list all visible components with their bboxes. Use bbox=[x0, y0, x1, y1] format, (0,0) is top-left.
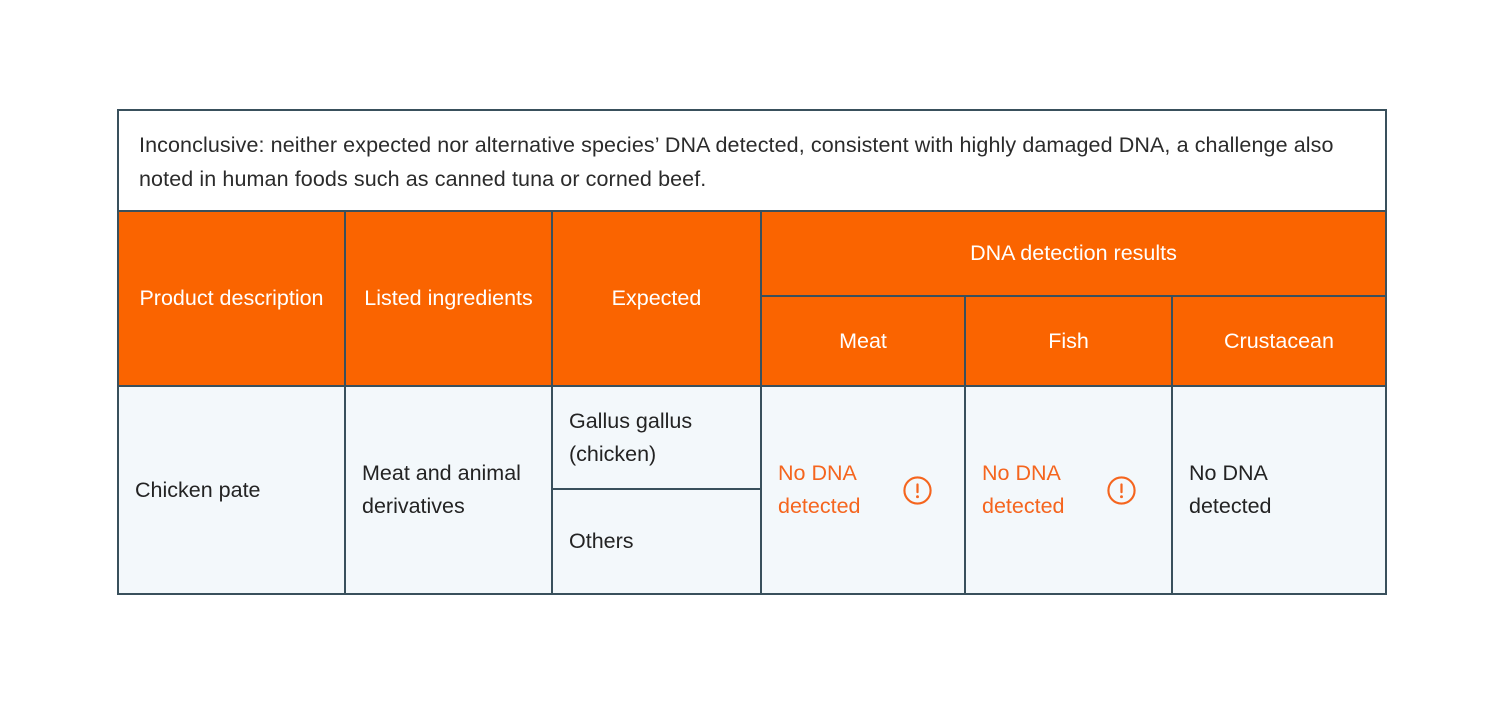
column-header-meat: Meat bbox=[762, 297, 966, 385]
alert-circle-icon bbox=[903, 475, 932, 505]
column-group-dna-detection-results: DNA detection results Meat Fish Crustace… bbox=[762, 212, 1385, 385]
column-header-expected: Expected bbox=[553, 212, 762, 385]
cell-fish-result: No DNA detected bbox=[966, 387, 1173, 593]
cell-listed-ingredients: Meat and animal derivatives bbox=[346, 387, 553, 593]
table-caption-text: Inconclusive: neither expected nor alter… bbox=[139, 133, 1334, 191]
column-header-product-description: Product description bbox=[119, 212, 346, 385]
cell-meat-result: No DNA detected bbox=[762, 387, 966, 593]
alert-circle-icon bbox=[1107, 475, 1136, 505]
cell-expected: Gallus gallus (chicken) Others bbox=[553, 387, 762, 593]
table-caption-band: Inconclusive: neither expected nor alter… bbox=[119, 111, 1385, 212]
column-header-listed-ingredients: Listed ingredients bbox=[346, 212, 553, 385]
column-header-fish: Fish bbox=[966, 297, 1173, 385]
table-header-row: Product description Listed ingredients E… bbox=[119, 212, 1385, 385]
column-header-dna-detection-results: DNA detection results bbox=[762, 212, 1385, 297]
crustacean-result-label: No DNA detected bbox=[1189, 461, 1272, 518]
table-row: Chicken pate Meat and animal derivatives… bbox=[119, 385, 1385, 593]
column-header-crustacean: Crustacean bbox=[1224, 328, 1334, 353]
meat-result-label: No DNA detected bbox=[778, 461, 861, 518]
cell-expected-primary: Gallus gallus (chicken) bbox=[553, 387, 760, 490]
dna-results-table: Inconclusive: neither expected nor alter… bbox=[117, 109, 1387, 595]
cell-crustacean-result: No DNA detected bbox=[1173, 387, 1385, 593]
cell-product-description: Chicken pate bbox=[119, 387, 346, 593]
cell-expected-secondary: Others bbox=[569, 529, 634, 553]
dna-subheader-row: Meat Fish Crustacean bbox=[762, 297, 1385, 385]
fish-result-label: No DNA detected bbox=[982, 461, 1065, 518]
